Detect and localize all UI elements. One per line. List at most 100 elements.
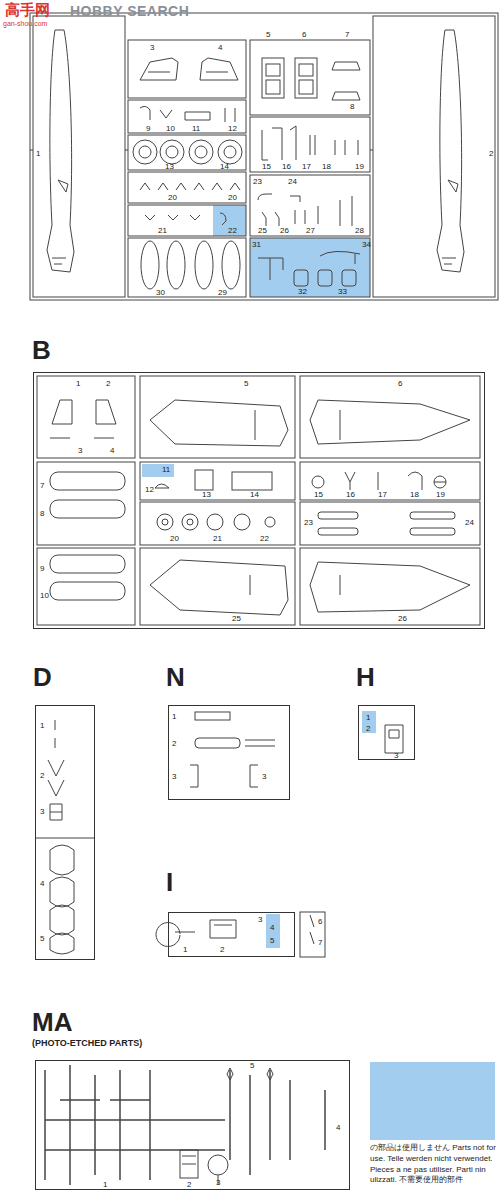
part-number: 9 bbox=[40, 565, 44, 573]
part-number: 33 bbox=[338, 288, 347, 296]
part-number: 29 bbox=[218, 289, 227, 297]
part-number: 32 bbox=[298, 288, 307, 296]
part-number: 2 bbox=[106, 380, 110, 388]
watermark-text: 高手网 bbox=[5, 2, 50, 17]
part-number: 23 bbox=[304, 519, 313, 527]
part-number: 1 bbox=[103, 1181, 107, 1189]
part-number: 2 bbox=[366, 725, 370, 733]
part-number: 5 bbox=[40, 935, 44, 943]
part-number: 3 bbox=[258, 916, 262, 924]
part-number: 24 bbox=[288, 178, 297, 186]
part-number: 21 bbox=[213, 535, 222, 543]
part-number: 2 bbox=[40, 772, 44, 780]
part-number: 7 bbox=[345, 31, 349, 39]
part-number: 24 bbox=[465, 519, 474, 527]
part-number: 9 bbox=[146, 125, 150, 133]
part-number: 28 bbox=[355, 227, 364, 235]
part-number: 13 bbox=[165, 163, 174, 171]
part-number: 10 bbox=[40, 592, 49, 600]
part-number: 4 bbox=[270, 924, 274, 932]
part-number: 1 bbox=[172, 713, 176, 721]
part-number: 6 bbox=[398, 380, 402, 388]
part-number: 6 bbox=[318, 918, 322, 926]
part-number: 1 bbox=[76, 380, 80, 388]
sprue-letter: N bbox=[166, 664, 185, 690]
part-number: 14 bbox=[250, 491, 259, 499]
part-number: 5 bbox=[250, 1062, 254, 1070]
part-number: 20 bbox=[168, 194, 177, 202]
part-number: 10 bbox=[166, 125, 175, 133]
sprue-letter: I bbox=[166, 869, 173, 895]
part-number: 13 bbox=[202, 491, 211, 499]
part-number: 12 bbox=[145, 486, 154, 494]
sprue-frame: MA(PHOTO-ETCHED PARTS) bbox=[35, 1060, 350, 1190]
legend-swatch bbox=[370, 1062, 495, 1140]
part-number: 3 bbox=[150, 44, 154, 52]
part-number: 14 bbox=[220, 163, 229, 171]
part-number: 1 bbox=[36, 150, 40, 158]
part-number: 11 bbox=[192, 125, 200, 133]
part-number: 31 bbox=[252, 241, 261, 249]
part-number: 3 bbox=[262, 773, 266, 781]
part-number: 6 bbox=[302, 31, 306, 39]
part-number: 2 bbox=[220, 946, 224, 954]
part-number: 34 bbox=[362, 241, 371, 249]
watermark-text: HOBBY SEARCH bbox=[70, 4, 189, 18]
part-number: 4 bbox=[336, 1124, 340, 1132]
sprue-subtitle: (PHOTO-ETCHED PARTS) bbox=[32, 1039, 142, 1048]
part-number: 1 bbox=[40, 722, 44, 730]
sprue-letter: MA bbox=[32, 1009, 72, 1035]
part-number: 16 bbox=[282, 163, 291, 171]
part-number: 26 bbox=[280, 227, 289, 235]
part-number: 15 bbox=[314, 491, 323, 499]
part-number: 25 bbox=[232, 615, 241, 623]
part-number: 4 bbox=[40, 880, 44, 888]
part-number: 27 bbox=[306, 227, 315, 235]
watermark-text: gan-shou.com bbox=[3, 20, 47, 27]
legend-text: の部品は使用しません Parts not for use. Telle werd… bbox=[370, 1143, 498, 1186]
part-number: 21 bbox=[158, 227, 167, 235]
part-number: 1 bbox=[183, 946, 187, 954]
part-number: 5 bbox=[266, 31, 270, 39]
part-number: 16 bbox=[346, 491, 355, 499]
part-number: 7 bbox=[40, 482, 44, 490]
sprue-frame: N bbox=[168, 705, 290, 800]
legend: の部品は使用しません Parts not for use. Telle werd… bbox=[370, 1062, 498, 1186]
sprue-letter: B bbox=[32, 337, 51, 363]
part-number: 22 bbox=[260, 535, 269, 543]
part-number: 19 bbox=[355, 163, 364, 171]
part-number: 8 bbox=[40, 510, 44, 518]
part-number: 20 bbox=[228, 194, 237, 202]
part-number: 3 bbox=[216, 1179, 220, 1187]
part-number: 17 bbox=[378, 491, 387, 499]
part-number: 22 bbox=[228, 227, 237, 235]
part-number: 2 bbox=[172, 740, 176, 748]
part-number: 12 bbox=[228, 125, 237, 133]
sprue-frame: B bbox=[33, 372, 485, 629]
part-number: 1 bbox=[366, 714, 370, 722]
part-number: 8 bbox=[350, 103, 354, 111]
part-number: 2 bbox=[187, 1181, 191, 1189]
part-number: 30 bbox=[156, 289, 165, 297]
part-number: 25 bbox=[258, 227, 267, 235]
part-number: 5 bbox=[270, 937, 274, 945]
part-number: 23 bbox=[253, 178, 262, 186]
part-number: 11 bbox=[162, 466, 170, 474]
part-number: 20 bbox=[170, 535, 179, 543]
sprue-frame: D bbox=[35, 705, 95, 960]
part-number: 3 bbox=[78, 447, 82, 455]
sprue-letter: D bbox=[33, 664, 52, 690]
part-number: 4 bbox=[110, 447, 114, 455]
part-number: 2 bbox=[489, 150, 493, 158]
part-number: 26 bbox=[398, 615, 407, 623]
sprue-letter: H bbox=[356, 664, 375, 690]
part-number: 18 bbox=[410, 491, 419, 499]
part-number: 18 bbox=[322, 163, 331, 171]
part-number: 3 bbox=[40, 808, 44, 816]
part-number: 3 bbox=[394, 752, 398, 760]
part-number: 15 bbox=[262, 163, 271, 171]
part-number: 4 bbox=[218, 44, 222, 52]
part-number: 5 bbox=[244, 380, 248, 388]
part-number: 3 bbox=[172, 773, 176, 781]
